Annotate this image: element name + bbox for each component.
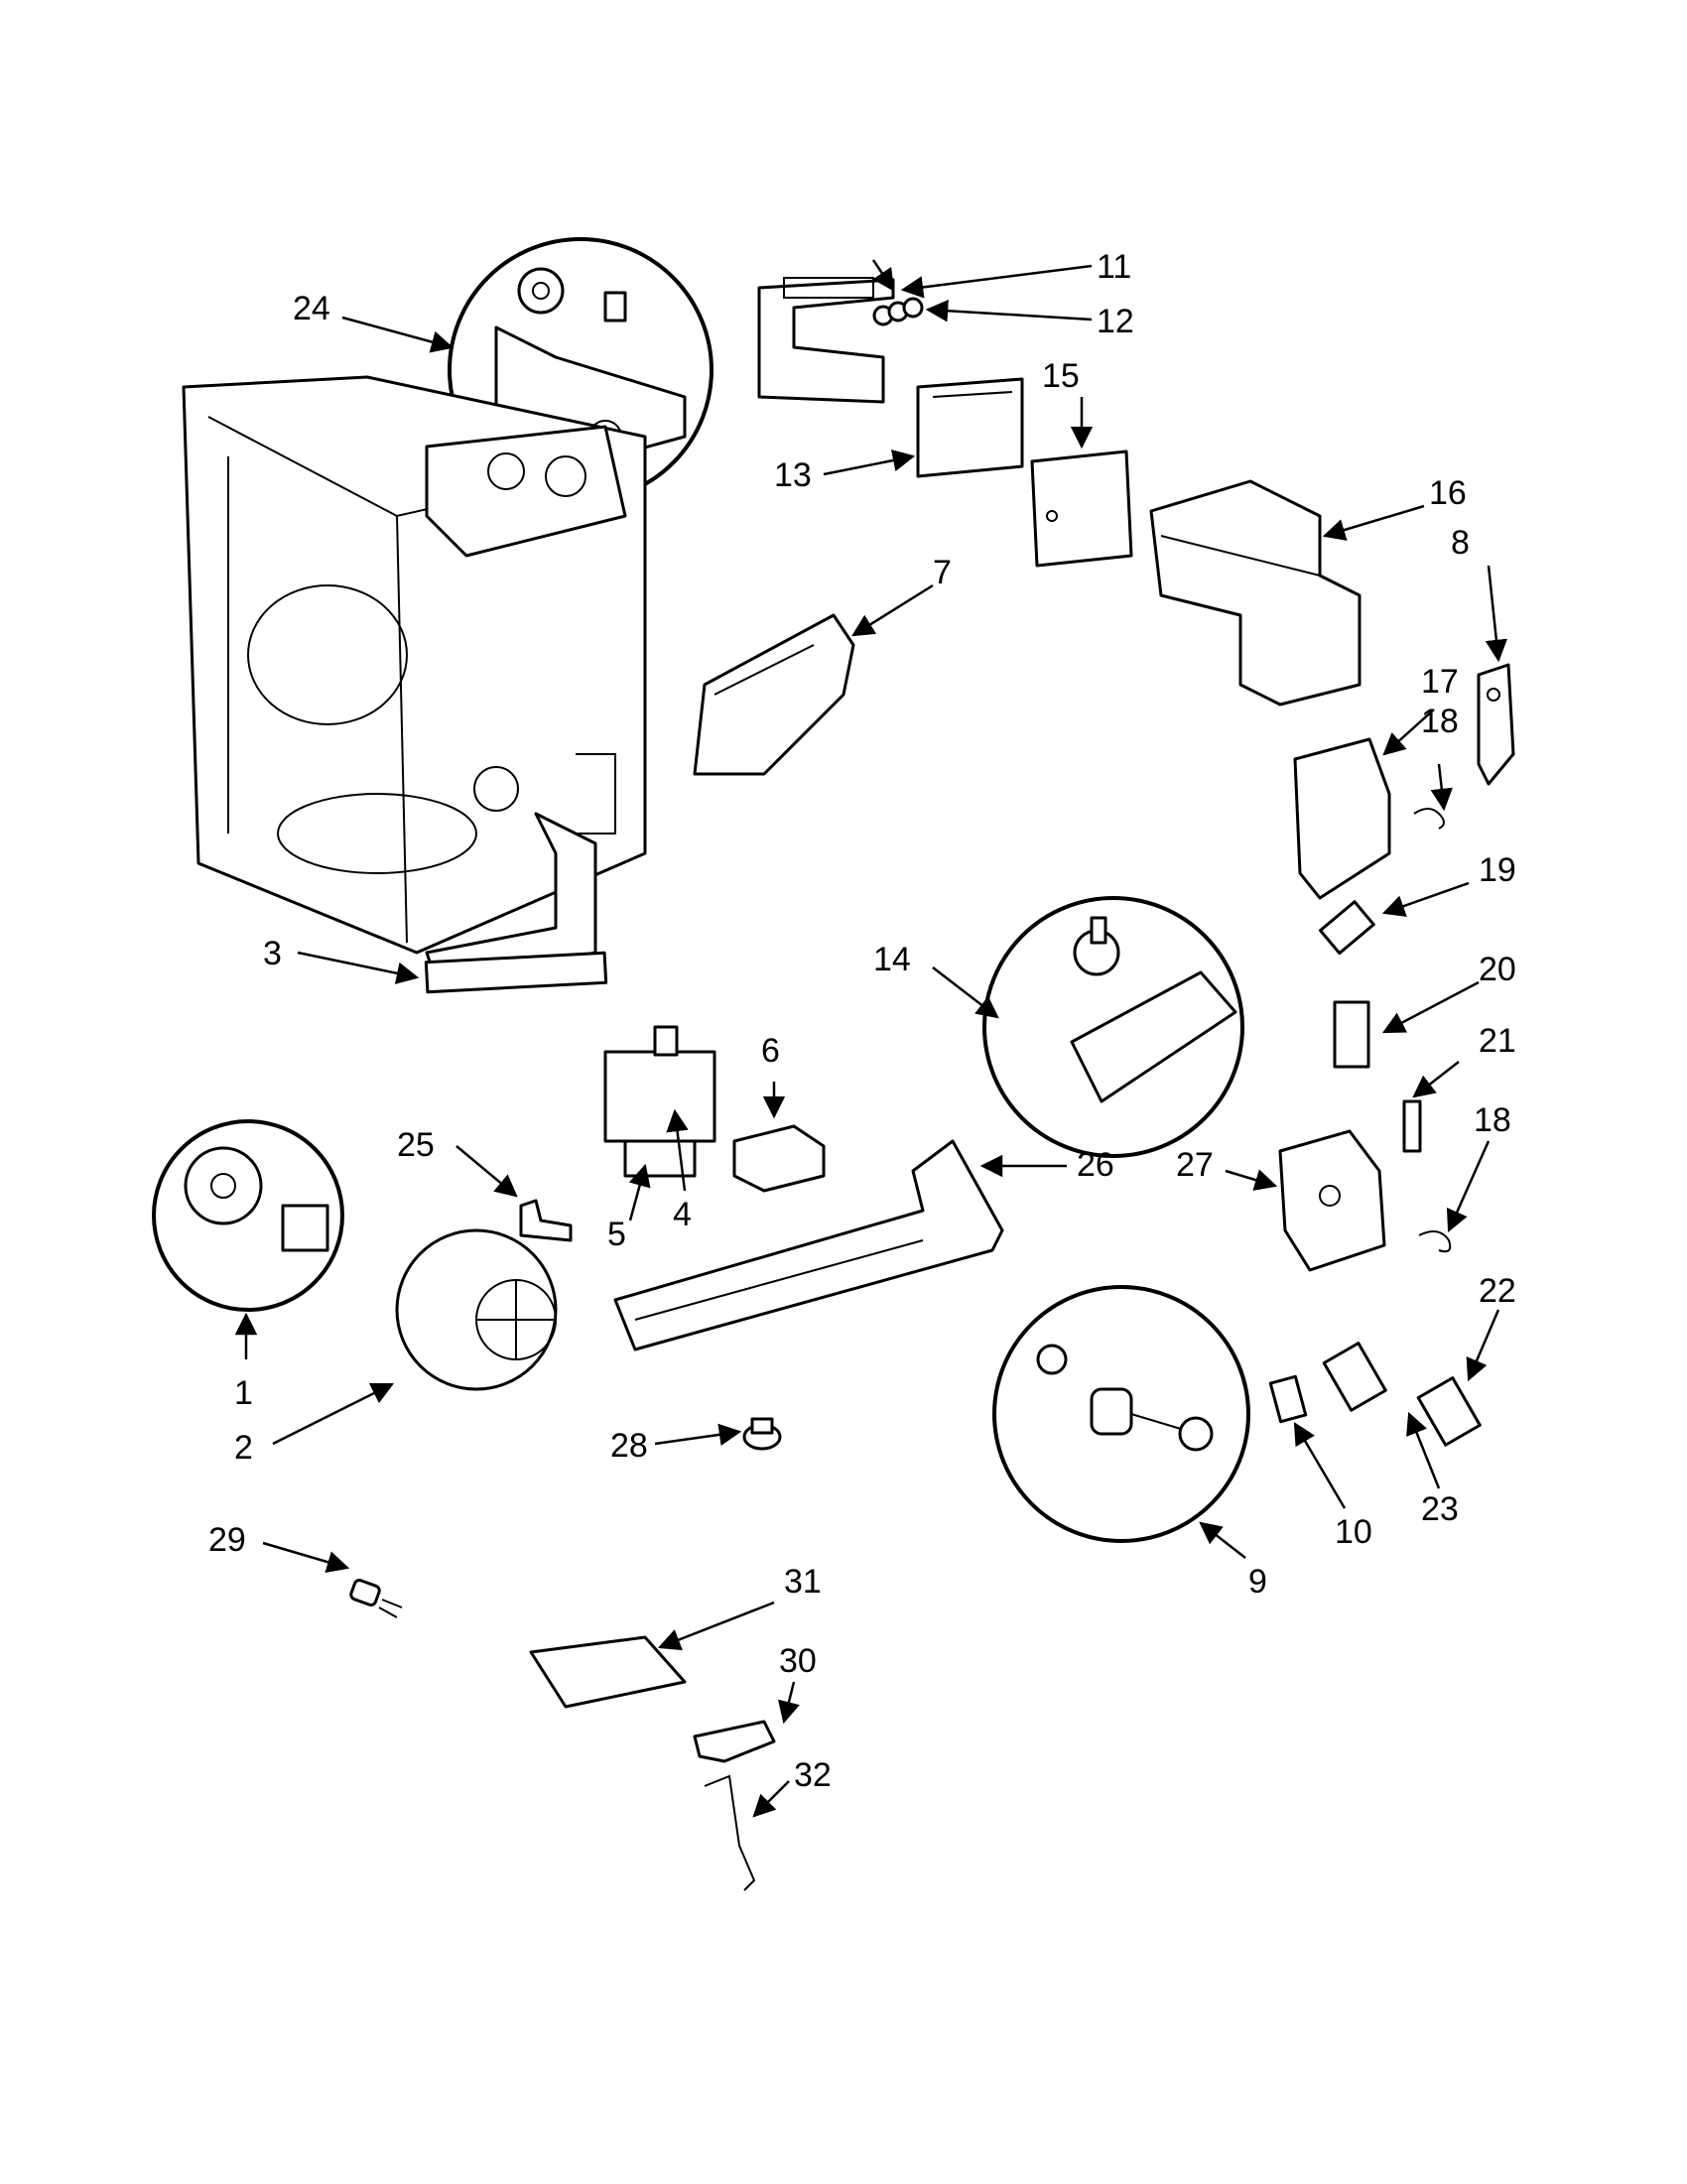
part-26 <box>613 1139 1004 1351</box>
callout-3: 3 <box>263 935 282 972</box>
callout-6: 6 <box>761 1032 780 1070</box>
part-4-5-magnetron <box>603 1025 716 1178</box>
callout-30: 30 <box>779 1642 817 1680</box>
callout-labels: 1 2 3 4 5 6 7 8 9 10 11 12 13 14 15 16 1… <box>208 248 1516 1794</box>
part-19 <box>1319 900 1375 956</box>
callout-25: 25 <box>397 1126 435 1164</box>
part-29 <box>349 1579 403 1618</box>
part-18b <box>1418 1230 1452 1253</box>
part-8 <box>1477 663 1515 786</box>
callout-7: 7 <box>933 554 952 591</box>
callout-15: 15 <box>1042 357 1080 395</box>
callout-22: 22 <box>1479 1272 1516 1310</box>
callout-27: 27 <box>1176 1146 1214 1184</box>
callout-31: 31 <box>784 1563 822 1601</box>
callout-8: 8 <box>1451 524 1470 562</box>
part-13 <box>916 377 1024 478</box>
part-28 <box>742 1417 782 1451</box>
part-23 <box>1322 1342 1387 1412</box>
callout-26: 26 <box>1077 1146 1114 1184</box>
callout-9: 9 <box>1248 1563 1267 1601</box>
part-25 <box>519 1199 573 1242</box>
callout-4: 4 <box>673 1196 692 1233</box>
callout-19: 19 <box>1479 851 1516 889</box>
callout-13: 13 <box>774 456 812 494</box>
part-12 <box>872 297 924 326</box>
part-16 <box>1149 479 1362 707</box>
callout-17: 17 <box>1421 663 1459 701</box>
callout-11: 11 <box>1097 248 1131 286</box>
part-30 <box>693 1720 776 1763</box>
leader-lines <box>234 259 1508 1818</box>
part-11 <box>757 277 895 404</box>
part-18a <box>1413 808 1445 830</box>
part-7 <box>693 613 855 776</box>
callout-10: 10 <box>1335 1513 1372 1551</box>
part-31 <box>529 1635 687 1709</box>
callout-29: 29 <box>208 1521 246 1559</box>
part-27 <box>1278 1129 1386 1272</box>
callout-2: 2 <box>234 1429 253 1467</box>
part-14-inset <box>982 896 1244 1158</box>
callout-21: 21 <box>1479 1022 1516 1060</box>
callout-12: 12 <box>1097 303 1134 340</box>
callout-18a: 18 <box>1421 703 1459 740</box>
part-1-inset <box>152 1119 344 1312</box>
part-9-inset <box>992 1285 1250 1543</box>
callout-18b: 18 <box>1474 1101 1511 1139</box>
part-17 <box>1293 737 1391 900</box>
part-22 <box>1416 1376 1482 1447</box>
callout-1: 1 <box>234 1374 253 1412</box>
part-21 <box>1402 1099 1422 1153</box>
callout-16: 16 <box>1429 474 1467 512</box>
part-15 <box>1030 450 1133 568</box>
callout-28: 28 <box>610 1427 648 1465</box>
part-2 <box>395 1228 558 1391</box>
part-10 <box>1268 1374 1308 1424</box>
callout-14: 14 <box>873 941 911 978</box>
callout-20: 20 <box>1479 951 1516 988</box>
part-20 <box>1333 1000 1370 1069</box>
cabinet-frame <box>182 375 647 994</box>
callout-5: 5 <box>607 1216 626 1253</box>
callout-32: 32 <box>794 1756 832 1794</box>
callout-24: 24 <box>293 290 330 327</box>
callout-23: 23 <box>1421 1490 1459 1528</box>
part-6 <box>732 1124 826 1193</box>
part-32 <box>704 1774 756 1891</box>
